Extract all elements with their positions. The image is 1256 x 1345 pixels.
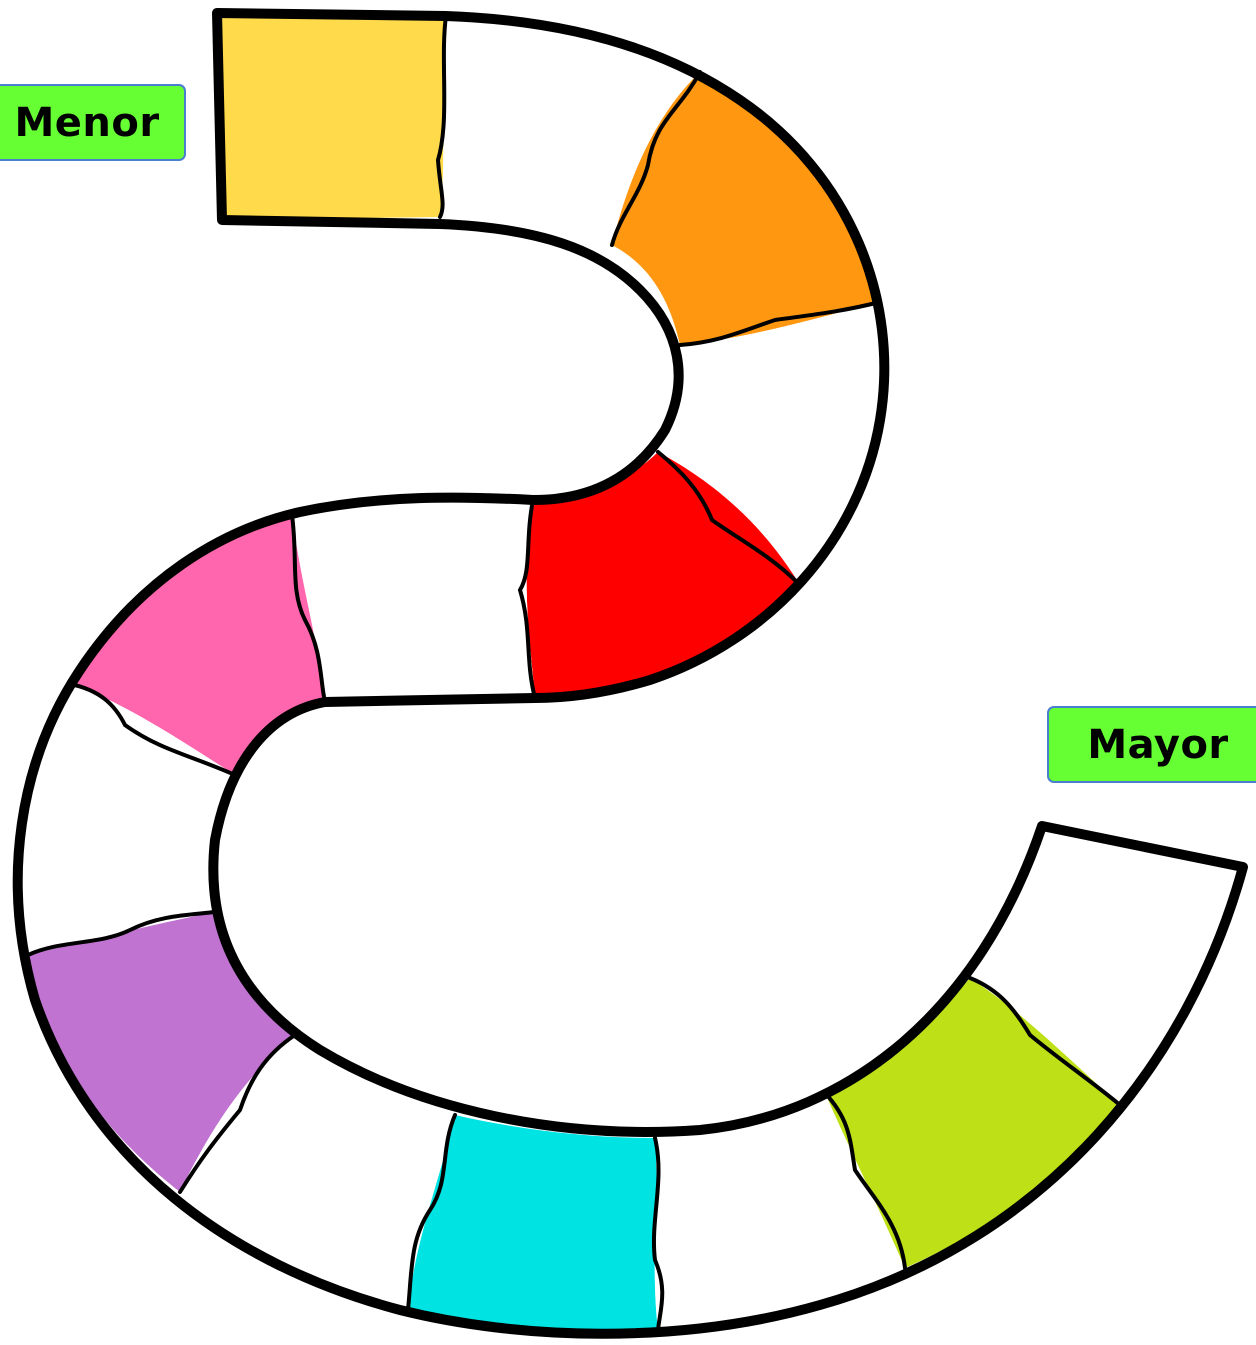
space-1-yellow[interactable] (217, 13, 446, 220)
start-label-menor: Menor (0, 84, 186, 161)
end-label-mayor: Mayor (1047, 706, 1256, 783)
space-6-white[interactable] (292, 499, 535, 702)
